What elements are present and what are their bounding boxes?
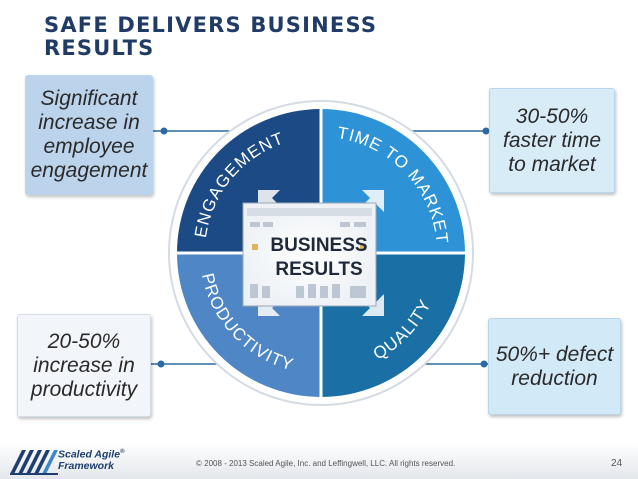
callout-line: reduction bbox=[511, 366, 598, 390]
callout-line: 20-50% bbox=[47, 329, 121, 353]
callout-line: productivity bbox=[30, 377, 138, 401]
callout-line: increase in bbox=[33, 353, 135, 377]
slide-title-line: SAFE DELIVERS BUSINESS bbox=[44, 13, 378, 37]
center-text-line: RESULTS bbox=[275, 259, 362, 280]
slide-title: SAFE DELIVERS BUSINESS RESULTS bbox=[44, 14, 464, 60]
logo-line: Framework bbox=[58, 459, 115, 472]
copyright-text: © 2008 - 2013 Scaled Agile, Inc. and Lef… bbox=[196, 459, 456, 468]
callout-line: 50%+ defect bbox=[495, 342, 614, 366]
framework-logo-text: Scaled Agile® Framework bbox=[58, 447, 124, 472]
callout-line: increase in bbox=[38, 111, 140, 134]
page-number: 24 bbox=[611, 458, 623, 469]
callout-line: to market bbox=[508, 152, 596, 176]
connector-dot-top-right bbox=[482, 127, 490, 135]
callout-line: engagement bbox=[30, 159, 148, 182]
callout-productivity: 20-50% increase in productivity bbox=[17, 314, 151, 417]
callout-line: Significant bbox=[40, 87, 138, 110]
callout-line: faster time bbox=[502, 128, 602, 152]
connector-dot-top-left bbox=[160, 127, 168, 135]
center-text-line: BUSINESS bbox=[270, 235, 367, 256]
callout-line: 30-50% bbox=[515, 104, 589, 128]
slide-title-line: RESULTS bbox=[44, 36, 155, 60]
footer-bar bbox=[0, 443, 638, 479]
center-results-box bbox=[242, 202, 377, 307]
connector-dot-bottom-right bbox=[480, 360, 488, 368]
callout-defect-reduction: 50%+ defect reduction bbox=[488, 318, 621, 415]
connector-dot-bottom-left bbox=[157, 360, 165, 368]
callout-employee-engagement: Significant increase in employee engagem… bbox=[25, 75, 153, 195]
callout-time-to-market: 30-50% faster time to market bbox=[489, 88, 615, 193]
logo-line: Scaled Agile® bbox=[58, 448, 125, 461]
callout-line: employee bbox=[43, 135, 135, 158]
framework-stripes-icon bbox=[10, 450, 58, 475]
